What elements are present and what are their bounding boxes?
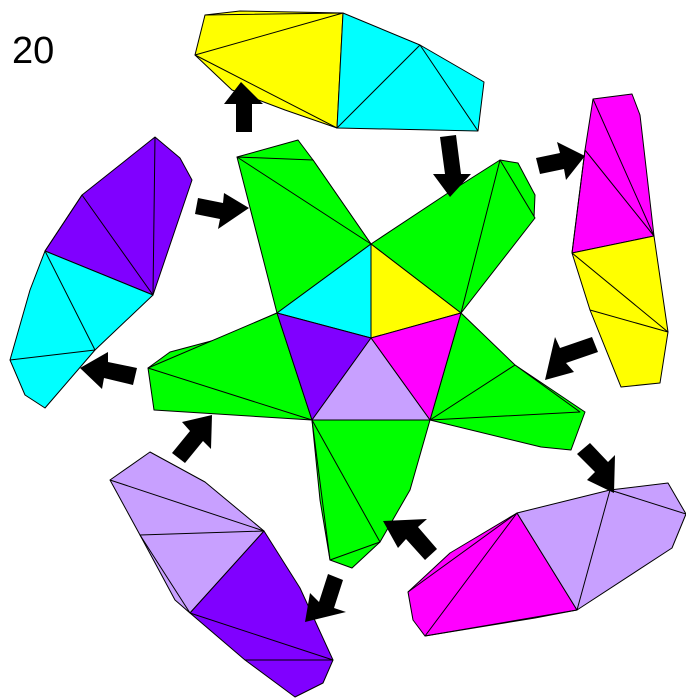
arrow-down-right-to-lower-right-piece bbox=[577, 443, 615, 493]
piece-left-crease bbox=[9, 136, 156, 361]
arrow-down-left-to-lower-left-piece bbox=[305, 574, 346, 622]
piece-top-cyan-face bbox=[336, 12, 485, 132]
arrow-down-from-top-piece bbox=[433, 135, 471, 197]
arrow-right-from-left-piece bbox=[195, 193, 249, 229]
center-star bbox=[147, 139, 586, 569]
arrow-up-right-from-lower-left-piece bbox=[172, 415, 212, 463]
piece-lower-right-crease bbox=[407, 489, 686, 637]
arrow-group bbox=[80, 82, 615, 622]
satellite-piece-left bbox=[9, 136, 193, 409]
arrow-down-left-from-right-piece bbox=[545, 337, 598, 380]
arrow-right-to-right-piece bbox=[536, 142, 585, 180]
arrow-up-to-top-piece bbox=[224, 82, 263, 132]
piece-top-yellow-face bbox=[194, 10, 344, 129]
satellite-piece-lower-left bbox=[109, 451, 334, 698]
step-number: 20 bbox=[12, 30, 55, 72]
star-arm-right-facet bbox=[429, 364, 581, 421]
piece-right-yellow-face bbox=[571, 235, 669, 388]
piece-right-crease bbox=[571, 98, 669, 333]
center-triangle-lavender bbox=[311, 337, 431, 421]
piece-lower-left-crease bbox=[109, 479, 334, 661]
satellite-piece-top bbox=[194, 10, 485, 132]
piece-right-magenta-face bbox=[571, 93, 655, 254]
piece-left-cyan-face bbox=[9, 250, 154, 409]
satellite-piece-right bbox=[571, 93, 669, 388]
star-arm-top-right-facet bbox=[460, 159, 536, 314]
satellite-piece-lower-right bbox=[407, 482, 686, 637]
star-arm-top-left-facet bbox=[236, 156, 372, 245]
arrow-up-left-from-lower-right-piece bbox=[383, 519, 437, 560]
piece-lower-left-purple-face bbox=[189, 530, 334, 698]
arrow-left-to-left-piece bbox=[80, 352, 137, 389]
star-arm-bottom-facet bbox=[311, 419, 381, 561]
piece-top-crease bbox=[194, 12, 479, 132]
